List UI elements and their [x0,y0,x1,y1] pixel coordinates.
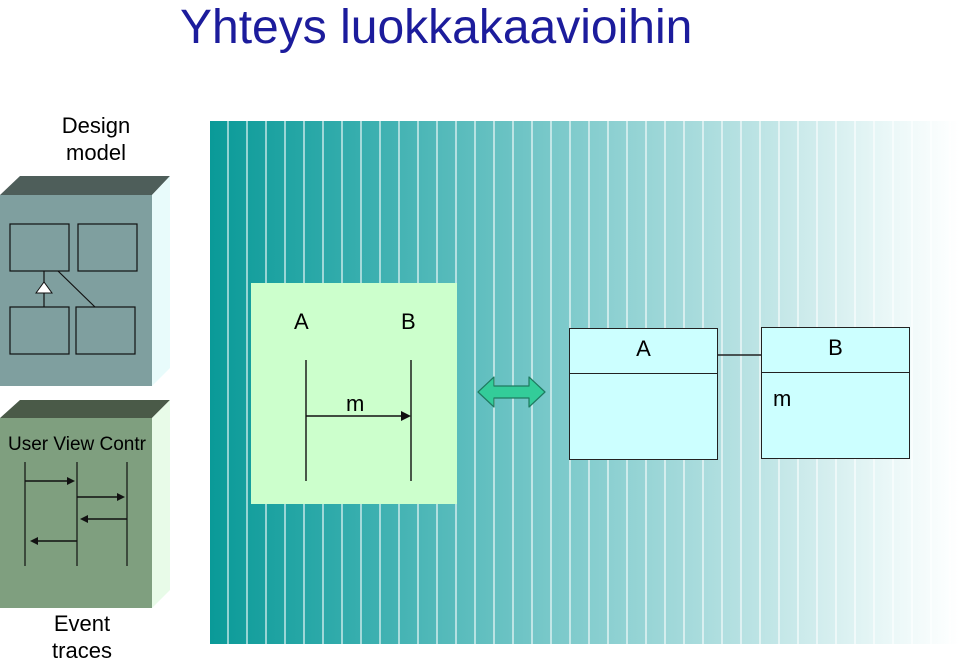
event-traces-label-line1: Event [53,611,111,636]
message-arrowhead [401,411,411,421]
design-model-label-line1: Design [61,113,131,138]
design-model-label: Design model [40,112,152,166]
class-a-name: A [570,329,717,374]
sequence-message-m: m [346,391,365,416]
class-b-operation-m: m [773,386,792,411]
class-b-box: B [761,327,910,459]
class-a-box: A [569,328,718,460]
design-model-label-line2: model [66,140,126,165]
sequence-object-a: A [294,309,309,334]
page-title: Yhteys luokkakaavioihin [180,1,693,54]
class-b-name: B [762,328,909,373]
sequence-diagram-panel [251,283,457,504]
event-traces-header: User View Contr [8,434,146,455]
sequence-object-b: B [401,309,416,334]
